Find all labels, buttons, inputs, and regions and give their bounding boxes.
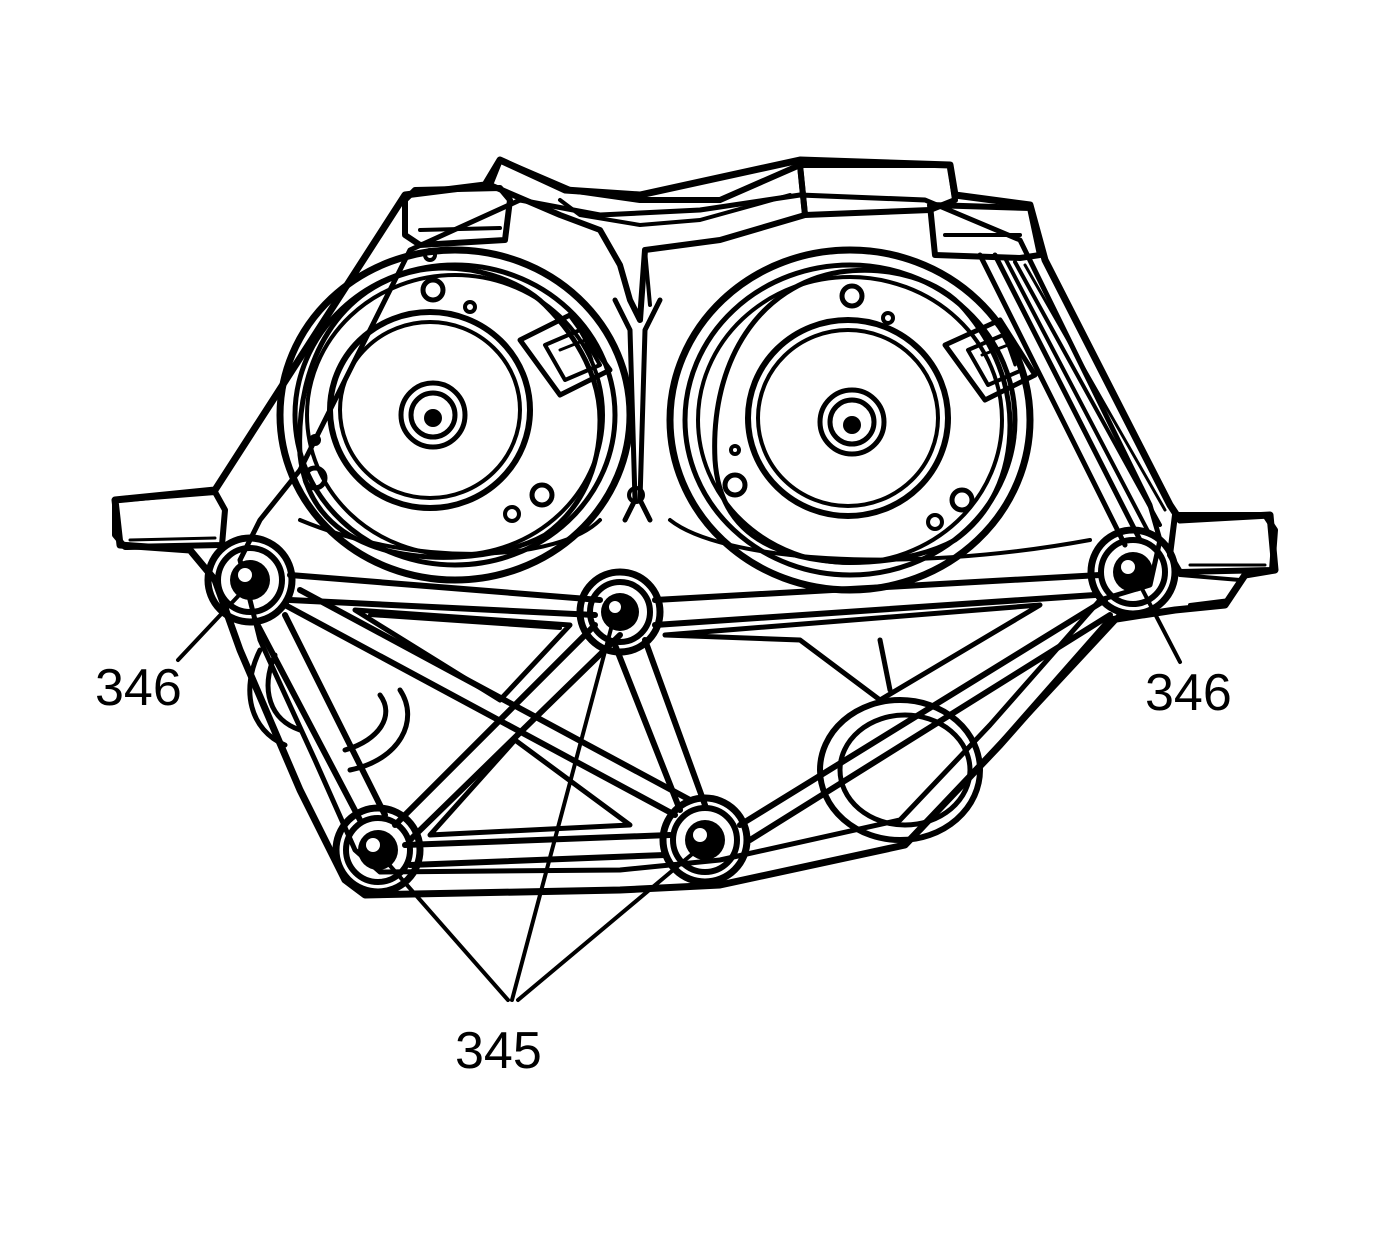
center-divider xyxy=(298,297,1092,562)
top-right-tab xyxy=(797,162,1043,261)
right-side-tab xyxy=(1167,512,1278,607)
top-left-tab xyxy=(402,185,513,248)
bolt-345-center xyxy=(576,568,664,656)
callout-346-right: 346 xyxy=(1145,664,1232,722)
leader-lines xyxy=(176,583,1182,1002)
leader-right-346 xyxy=(1138,583,1182,664)
leader-345-lower-left xyxy=(383,858,510,1002)
leader-345-center xyxy=(510,623,614,1002)
left-side-tab xyxy=(112,489,228,550)
lower-web xyxy=(247,572,1123,868)
right-camshaft-sprocket xyxy=(666,246,1038,594)
right-side-channel xyxy=(977,252,1167,548)
bolt-345-lower-left xyxy=(332,804,424,896)
leader-left-346 xyxy=(176,590,244,662)
callout-346-left: 346 xyxy=(95,659,182,717)
callout-345: 345 xyxy=(455,1022,542,1080)
top-center-bracket xyxy=(487,157,808,323)
bolt-346-right xyxy=(1087,526,1179,618)
bolt-346-left xyxy=(204,534,296,626)
leader-345-lower-right xyxy=(516,848,699,1002)
